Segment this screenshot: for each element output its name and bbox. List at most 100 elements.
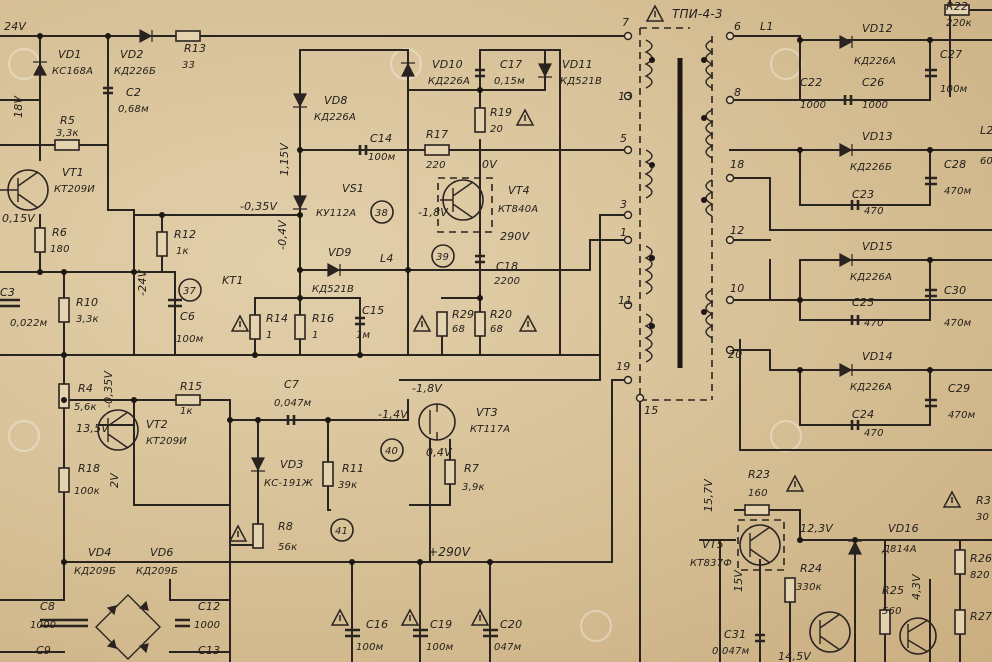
junctions: [37, 33, 933, 565]
part-value-label: 68: [452, 324, 465, 335]
part-ref-label: VD4: [88, 546, 112, 559]
part-ref-label: R19: [490, 106, 512, 119]
part-value-label: 1000: [862, 100, 888, 111]
part-value-label: КТ209И: [146, 436, 187, 447]
part-ref-label: C12: [198, 600, 220, 613]
part-value-label: 30: [976, 512, 989, 523]
rail-24v-label: 24V: [4, 20, 27, 33]
part-ref-label: VD1: [58, 48, 82, 61]
voltage-label: 18V: [12, 95, 25, 118]
part-value-label: КТ840А: [498, 204, 538, 215]
terminal-pins: [623, 31, 735, 403]
rail-plus290v-label: +290V: [428, 545, 471, 559]
part-ref-label: C22: [800, 76, 822, 89]
part-ref-label: C31: [724, 628, 746, 641]
part-ref-label: VD13: [862, 130, 893, 143]
part-value-label: КТ837Ф: [690, 558, 732, 569]
part-ref-label: R8: [278, 520, 293, 533]
part-ref-label: VD10: [432, 58, 463, 71]
ov-label: 0V: [482, 158, 498, 171]
part-value-label: 330к: [796, 582, 822, 593]
part-value-label: 160: [748, 488, 768, 499]
part-ref-label: VT1: [62, 166, 84, 179]
part-value-label: 0,047м: [274, 398, 312, 409]
part-ref-label: C29: [948, 382, 970, 395]
part-ref-label: L2: [980, 124, 992, 137]
part-value-label: 0,68м: [118, 104, 149, 115]
part-ref-label: R14: [266, 312, 288, 325]
voltage-label: 0,15V: [2, 212, 36, 225]
voltage-label: 1,15V: [278, 142, 291, 176]
part-value-label: 0,15м: [494, 76, 525, 87]
part-ref-label: VD14: [862, 350, 893, 363]
part-ref-label: VT4: [508, 184, 530, 197]
part-value-label: 470м: [944, 318, 972, 329]
part-value-label: КТ117А: [470, 424, 510, 435]
part-ref-label: R23: [748, 468, 770, 481]
part-value-label: 1к: [180, 406, 193, 417]
part-value-label: КД226А: [850, 272, 892, 283]
part-value-label: КД209Б: [74, 566, 116, 577]
capacitors: [0, 68, 937, 643]
pin-label: 10: [730, 282, 744, 295]
rail-290v-label: 290V: [500, 230, 531, 243]
test-point-label: 37: [183, 286, 197, 297]
part-ref-label: VD8: [324, 94, 348, 107]
part-value-label: 0,022м: [10, 318, 48, 329]
test-point-label: 38: [375, 208, 388, 219]
part-value-label: КТ209И: [54, 184, 95, 195]
pin-label: 3: [620, 198, 627, 211]
part-ref-label: R11: [342, 462, 364, 475]
part-ref-label: R22: [946, 0, 968, 13]
pin-label: 8: [734, 86, 741, 99]
voltage-label: -0,35V: [240, 200, 278, 213]
part-ref-label: VD16: [888, 522, 919, 535]
part-ref-label: C15: [362, 304, 384, 317]
part-ref-label: C18: [496, 260, 518, 273]
part-ref-label: R20: [490, 308, 512, 321]
part-value-label: 1000: [30, 620, 56, 631]
part-ref-label: C17: [500, 58, 522, 71]
pin-label: 1: [620, 226, 627, 239]
watermark-icon: [8, 420, 40, 452]
part-value-label: 68: [490, 324, 503, 335]
part-ref-label: VS1: [342, 182, 364, 195]
part-ref-label: R17: [426, 128, 448, 141]
part-value-label: 100к: [74, 486, 100, 497]
part-ref-label: VT3: [476, 406, 498, 419]
part-value-label: 470м: [944, 186, 972, 197]
test-point-circles: [178, 200, 455, 542]
voltage-label: -0,4V: [276, 219, 289, 250]
part-ref-label: C19: [430, 618, 452, 631]
part-value-label: 3,3к: [56, 128, 79, 139]
part-value-label: 3,9к: [462, 482, 485, 493]
part-value-label: 180: [50, 244, 70, 255]
part-value-label: 1000: [800, 100, 826, 111]
part-value-label: 1: [266, 330, 273, 341]
part-value-label: 33: [182, 60, 195, 71]
part-ref-label: VD2: [120, 48, 144, 61]
test-point-label: 39: [436, 252, 449, 263]
part-value-label: КД226А: [854, 56, 896, 67]
part-ref-label: C2: [126, 86, 141, 99]
pin-label: 12: [730, 224, 744, 237]
part-value-label: 820: [970, 570, 990, 581]
part-ref-label: VD3: [280, 458, 304, 471]
transformer-name: ТПИ-4-3: [672, 7, 723, 21]
part-ref-label: R12: [174, 228, 196, 241]
diodes: [32, 28, 862, 660]
voltage-label: 14,5V: [778, 650, 812, 662]
part-ref-label: R27: [970, 610, 992, 623]
part-ref-label: VD9: [328, 246, 352, 259]
pin-label: 19: [616, 360, 630, 373]
part-value-label: КД226Б: [850, 162, 892, 173]
part-value-label: 2200: [494, 276, 520, 287]
part-value-label: КД226А: [314, 112, 356, 123]
pin-label: 15: [644, 404, 658, 417]
part-ref-label: C26: [862, 76, 884, 89]
voltage-label: -0,35V: [102, 370, 115, 408]
part-value-label: КС-191Ж: [264, 478, 314, 489]
